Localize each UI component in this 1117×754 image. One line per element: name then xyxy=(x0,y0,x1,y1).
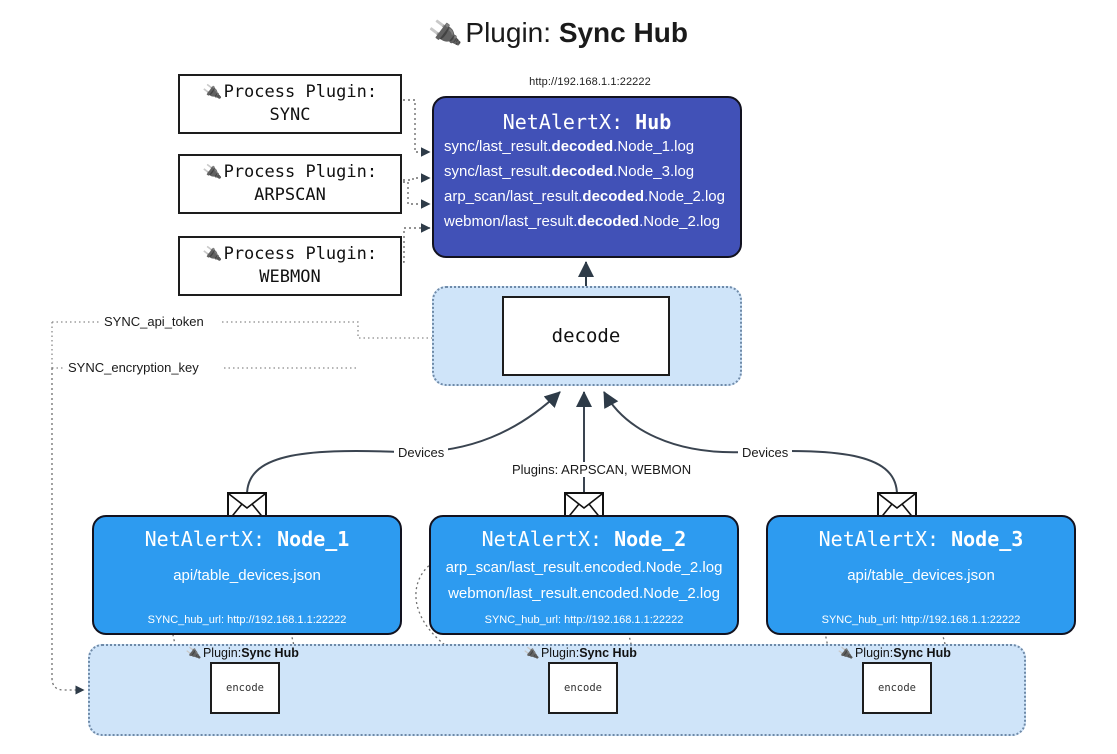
plug-icon: 🔌 xyxy=(185,645,202,661)
plug-icon: 🔌 xyxy=(201,244,223,265)
edge-label-plugins-center: Plugins: ARPSCAN, WEBMON xyxy=(508,462,696,477)
process-plugin-name: SYNC xyxy=(269,105,311,125)
edge-label-devices-left: Devices xyxy=(394,445,449,460)
edge-sync2-to-hub xyxy=(398,173,431,183)
decode-box[interactable]: decode xyxy=(502,296,670,376)
process-plugin-name: ARPSCAN xyxy=(254,185,326,205)
hub-log-line: webmon/last_result.decoded.Node_2.log xyxy=(444,213,720,230)
page-title: 🔌Plugin: Sync Hub xyxy=(0,16,1117,50)
edge-sync-to-hub xyxy=(398,99,431,157)
hub-title: NetAlertX: Hub xyxy=(434,110,740,134)
node-hub-url: SYNC_hub_url: http://192.168.1.1:22222 xyxy=(821,614,1021,626)
edge-node3-devices xyxy=(603,391,898,496)
plug-icon: 🔌 xyxy=(837,645,854,661)
node-title: NetAlertX: Node_1 xyxy=(144,527,350,551)
hub-node[interactable]: NetAlertX: Hub sync/last_result.decoded.… xyxy=(432,96,742,258)
node-1[interactable]: NetAlertX: Node_1 api/table_devices.json… xyxy=(92,515,402,635)
hub-log-line: sync/last_result.decoded.Node_3.log xyxy=(444,163,695,180)
process-plugin-webmon[interactable]: 🔌Process Plugin: WEBMON xyxy=(178,236,402,296)
edge-label-api-token: SYNC_api_token xyxy=(100,314,208,329)
hub-title-name: Hub xyxy=(635,110,672,134)
edge-label-devices-right: Devices xyxy=(738,445,793,460)
node-line: webmon/last_result.encoded.Node_2.log xyxy=(448,585,720,602)
encode-box-2[interactable]: encode xyxy=(548,662,618,714)
node-line: arp_scan/last_result.encoded.Node_2.log xyxy=(445,559,723,576)
process-plugin-name: WEBMON xyxy=(259,267,321,287)
edge-arpscan-to-hub xyxy=(398,181,431,209)
encode-box-3[interactable]: encode xyxy=(862,662,932,714)
node-2[interactable]: NetAlertX: Node_2 arp_scan/last_result.e… xyxy=(429,515,739,635)
process-plugin-sync[interactable]: 🔌Process Plugin: SYNC xyxy=(178,74,402,134)
plug-icon: 🔌 xyxy=(201,82,223,103)
band-plugin-label-3: 🔌Plugin: Sync Hub xyxy=(837,645,951,661)
hub-log-line: arp_scan/last_result.decoded.Node_2.log xyxy=(444,188,725,205)
band-plugin-label-2: 🔌Plugin: Sync Hub xyxy=(523,645,637,661)
encode-box-1[interactable]: encode xyxy=(210,662,280,714)
edge-node1-devices xyxy=(246,391,561,496)
hub-url-label: http://192.168.1.1:22222 xyxy=(529,76,651,88)
edge-label-encryption-key: SYNC_encryption_key xyxy=(64,360,203,375)
node-line: api/table_devices.json xyxy=(173,567,321,584)
edge-webmon-to-hub xyxy=(398,223,431,263)
plug-icon: 🔌 xyxy=(523,645,540,661)
hub-log-line: sync/last_result.decoded.Node_1.log xyxy=(444,138,695,155)
hub-title-prefix: NetAlertX: xyxy=(502,110,636,134)
edge-settings-to-band xyxy=(51,368,85,695)
node-line: api/table_devices.json xyxy=(847,567,995,584)
page-title-prefix: Plugin: xyxy=(465,17,559,48)
page-title-name: Sync Hub xyxy=(558,17,688,48)
process-plugin-label: Process Plugin: xyxy=(223,162,378,183)
node-hub-url: SYNC_hub_url: http://192.168.1.1:22222 xyxy=(484,614,684,626)
plug-icon: 🔌 xyxy=(427,15,464,51)
node-hub-url: SYNC_hub_url: http://192.168.1.1:22222 xyxy=(147,614,347,626)
plug-icon: 🔌 xyxy=(201,162,223,183)
node-title: NetAlertX: Node_3 xyxy=(818,527,1024,551)
process-plugin-arpscan[interactable]: 🔌Process Plugin: ARPSCAN xyxy=(178,154,402,214)
process-plugin-label: Process Plugin: xyxy=(223,244,378,265)
band-plugin-label-1: 🔌Plugin: Sync Hub xyxy=(185,645,299,661)
process-plugin-label: Process Plugin: xyxy=(223,82,378,103)
node-3[interactable]: NetAlertX: Node_3 api/table_devices.json… xyxy=(766,515,1076,635)
node-title: NetAlertX: Node_2 xyxy=(481,527,687,551)
